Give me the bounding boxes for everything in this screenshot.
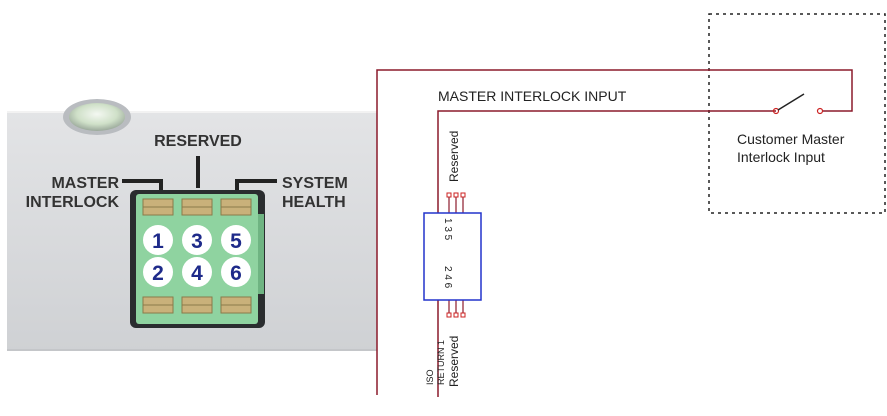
reserved-top-label: Reserved (447, 131, 461, 182)
master-interlock-wire (437, 110, 776, 397)
customer-device-box (708, 13, 886, 214)
health-label-line1: SYSTEM (282, 175, 348, 192)
customer-label-line1: Customer Master (737, 131, 845, 147)
connector-pins-bottom (446, 300, 466, 318)
pin-bubbles: 1 3 5 2 4 6 (143, 225, 251, 287)
master-label-line2: INTERLOCK (26, 194, 120, 211)
pin-4-label: 4 (191, 262, 203, 285)
status-led-icon (63, 99, 131, 135)
customer-label-line2: Interlock Input (737, 149, 825, 165)
interlock-loop-wire (376, 69, 853, 395)
wiring-schematic: MASTER INTERLOCK INPUT Customer Master I… (376, 13, 886, 397)
interlock-switch-icon (772, 93, 824, 115)
schematic-connector (423, 212, 482, 301)
pin-3-label: 3 (191, 230, 203, 253)
pin-6-label: 6 (230, 262, 242, 285)
connector-photo: 1 3 5 2 4 6 RESERVED MASTER INTERLOCK SY… (7, 99, 377, 351)
health-label-line2: HEALTH (282, 194, 346, 211)
pin-2-label: 2 (152, 262, 164, 285)
pin-5-label: 5 (230, 230, 242, 253)
iso-label: ISO (425, 369, 435, 385)
reserved-leader (196, 156, 200, 188)
connector-pins-top (446, 192, 466, 213)
pins-bottom-label: 2 4 6 (442, 266, 453, 289)
return-1-label: RETURN 1 (436, 340, 446, 385)
pin-1-label: 1 (152, 230, 164, 253)
master-interlock-input-label: MASTER INTERLOCK INPUT (438, 88, 627, 104)
reserved-bottom-label: Reserved (447, 336, 461, 387)
reserved-label: RESERVED (154, 133, 242, 150)
master-label-line1: MASTER (51, 175, 119, 192)
pins-top-label: 1 3 5 (442, 218, 453, 241)
